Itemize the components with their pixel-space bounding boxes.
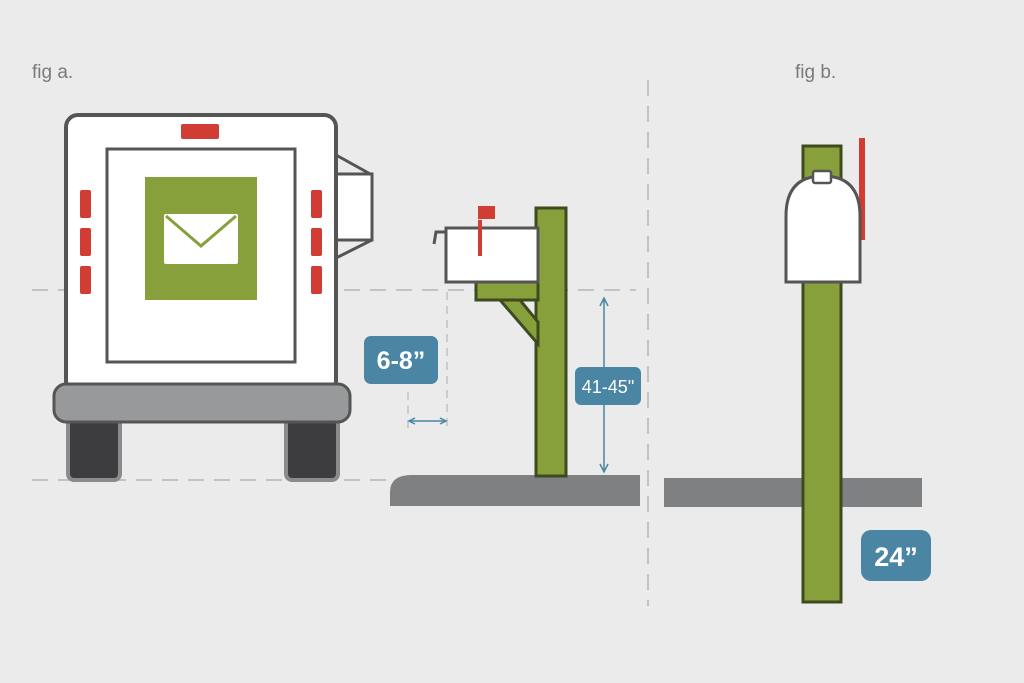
truck-top-light	[181, 124, 219, 139]
offset-badge	[364, 336, 438, 384]
truck-side-mirror	[334, 172, 374, 242]
mail-truck-icon	[52, 113, 374, 482]
post-depth-value: 24”	[874, 542, 918, 572]
offset-value: 6-8”	[377, 347, 426, 375]
truck-left-light-2	[80, 228, 91, 256]
figure-b-label: fig b.	[795, 62, 836, 83]
envelope-icon	[164, 214, 238, 264]
mailbox-post-side	[474, 206, 568, 478]
mailbox-flag-front	[859, 138, 865, 240]
mailbox-icon	[432, 226, 540, 284]
ground-surface	[664, 478, 922, 507]
curb-pavement	[390, 475, 640, 506]
truck-right-light-3	[311, 266, 322, 294]
truck-right-light-1	[311, 190, 322, 218]
truck-right-light-2	[311, 228, 322, 256]
truck-left-light-1	[80, 190, 91, 218]
truck-left-light-3	[80, 266, 91, 294]
mailbox-latch	[811, 169, 833, 185]
mailbox-flag-icon	[478, 206, 495, 256]
offset-dimension-arrow	[407, 417, 448, 425]
figure-a-label: fig a.	[32, 62, 73, 83]
mailbox-height-badge	[575, 367, 641, 405]
mailbox-front	[784, 174, 862, 284]
truck-right-wheel	[284, 416, 340, 482]
truck-bumper	[52, 382, 352, 424]
truck-left-wheel	[66, 416, 122, 482]
post-depth-badge	[861, 530, 931, 581]
mailbox-height-value: 41-45"	[582, 377, 634, 397]
